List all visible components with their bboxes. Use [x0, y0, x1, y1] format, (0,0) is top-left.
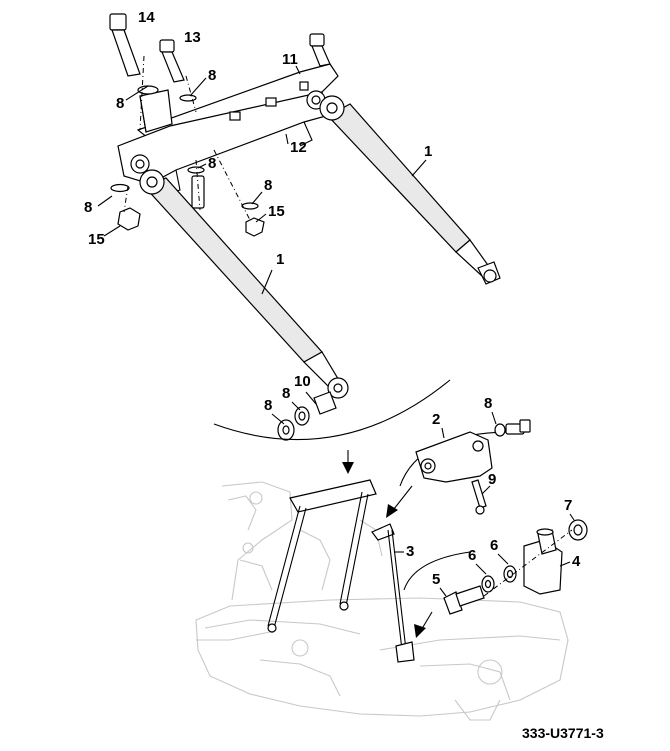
callout-7: 7 [564, 497, 572, 514]
callout-13: 13 [184, 29, 201, 46]
callout-10: 10 [294, 373, 311, 390]
bolt-5 [443, 585, 485, 615]
detail-arc-lower [403, 551, 471, 591]
callout-6-a: 6 [468, 547, 476, 564]
callout-8-a: 8 [208, 67, 216, 84]
callout-12: 12 [290, 139, 307, 156]
bolt-top-right [309, 33, 331, 67]
callout-8-c: 8 [208, 155, 216, 172]
callout-14: 14 [138, 9, 155, 26]
callout-leaders [97, 65, 575, 597]
callout-8-g: 8 [264, 397, 272, 414]
callout-1-mid: 1 [276, 251, 284, 268]
callout-3: 3 [406, 543, 414, 560]
nut-7 [568, 519, 588, 541]
callout-15-a: 15 [268, 203, 285, 220]
clip-9 [471, 479, 487, 515]
callout-4: 4 [572, 553, 581, 570]
bolt-14 [109, 13, 141, 77]
callout-5: 5 [432, 571, 440, 588]
nuts-15 [117, 207, 265, 237]
callout-1-top: 1 [424, 143, 432, 160]
callout-8-b: 8 [116, 95, 124, 112]
callout-2: 2 [432, 411, 440, 428]
bracket-4 [523, 528, 563, 595]
bolt-and-washer-8-right [494, 419, 531, 437]
washers-upper [110, 85, 259, 210]
installed-strut-assembly [267, 479, 415, 663]
machine-chassis-silhouette [195, 481, 569, 721]
callout-9: 9 [488, 471, 496, 488]
gas-strut-left [139, 169, 349, 399]
bolt-13 [159, 39, 185, 83]
bracket-2 [415, 431, 493, 483]
callout-8-h: 8 [484, 395, 492, 412]
callout-15-b: 15 [88, 231, 105, 248]
gas-strut-right [319, 95, 501, 285]
callout-8-d: 8 [264, 177, 272, 194]
callout-8-e: 8 [84, 199, 92, 216]
callout-11: 11 [282, 51, 298, 68]
bracket-assembly [117, 63, 339, 197]
figure-id: 333-U3771-3 [522, 725, 604, 741]
spacer [191, 175, 205, 209]
detail-arc-main [213, 379, 451, 441]
washers-6 [481, 565, 517, 593]
callout-8-f: 8 [282, 385, 290, 402]
pin-10-and-washers [277, 391, 337, 441]
callout-6-b: 6 [490, 537, 498, 554]
